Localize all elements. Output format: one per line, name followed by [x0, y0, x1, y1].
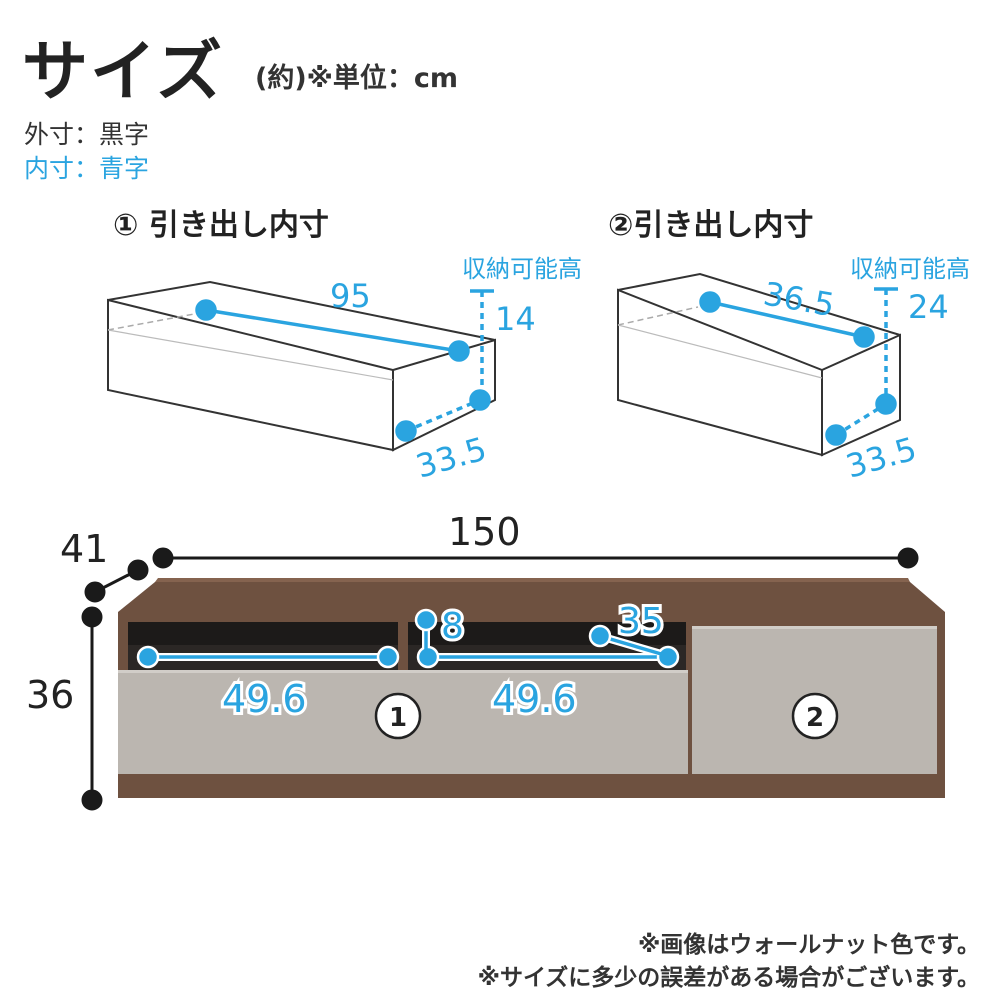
drawer1-width-label: 95	[330, 277, 371, 315]
page-title: サイズ	[22, 33, 225, 110]
drawer2-height-label: 24	[908, 288, 949, 326]
shelf-width-right-label: 49.6	[492, 677, 577, 721]
drawer2-height-caption: 収納可能高	[850, 255, 970, 283]
drawer1-box	[107, 280, 496, 452]
drawer2-title: ②引き出し内寸	[608, 208, 814, 243]
outer-dimensions	[81, 547, 919, 811]
drawer1-height-label: 14	[495, 300, 536, 338]
drawer1-inner-dimensions	[195, 289, 494, 442]
note-tolerance: ※サイズに多少の誤差がある場合がございます。	[477, 965, 980, 991]
unit-note: (約)※単位：cm	[255, 63, 459, 94]
drawer1-height-caption: 収納可能高	[462, 255, 582, 283]
svg-text:2: 2	[806, 703, 824, 733]
legend-outer-dimensions: 外寸：黒字	[24, 120, 150, 149]
shelf-width-left-label: 49.6	[222, 677, 307, 721]
legend-inner-dimensions: 内寸：青字	[24, 154, 150, 183]
svg-text:1: 1	[389, 703, 407, 733]
cabinet-height-label: 36	[26, 673, 74, 717]
drawer1-title: ① 引き出し内寸	[113, 208, 329, 243]
drawer2-box	[617, 272, 901, 457]
drawer2-inner-dimensions	[699, 287, 898, 446]
drawer1-depth-label: 33.5	[412, 430, 491, 486]
shelf-height-label: 8	[441, 606, 464, 647]
drawer2-marker: 2	[791, 692, 839, 740]
cabinet-depth-label: 41	[60, 527, 108, 571]
drawer1-marker: 1	[374, 692, 422, 740]
shelf-depth-label: 35	[618, 601, 664, 642]
note-color: ※画像はウォールナット色です。	[637, 932, 980, 958]
cabinet-width-label: 150	[448, 510, 521, 554]
